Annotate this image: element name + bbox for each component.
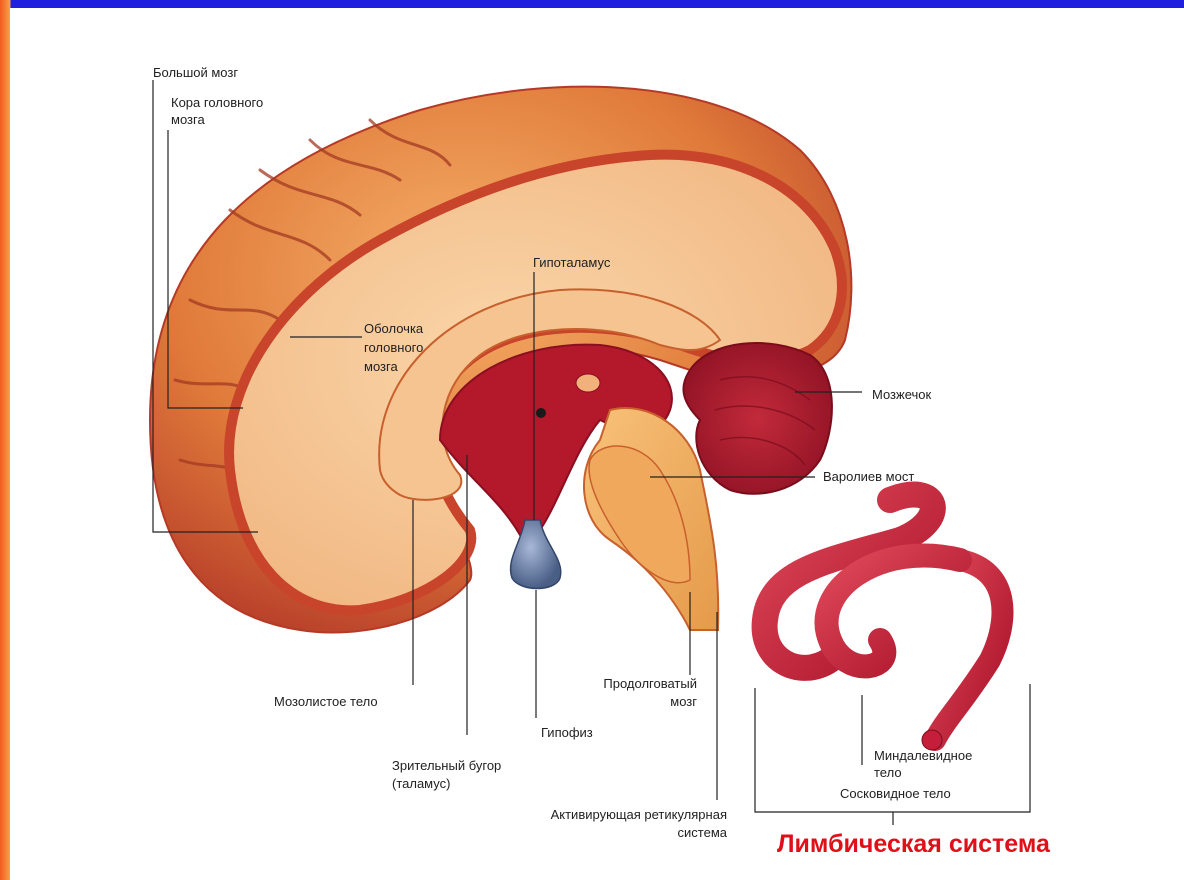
label-cortex-2: мозга	[171, 112, 205, 127]
label-reticular-2: система	[678, 825, 728, 840]
label-pons: Варолиев мост	[823, 469, 914, 484]
label-medulla-2: мозг	[670, 694, 697, 709]
label-meninges-1: Оболочка	[364, 321, 424, 336]
amygdala-shape	[922, 730, 942, 750]
label-reticular-1: Активирующая ретикулярная	[551, 807, 727, 822]
cerebellum-shape	[683, 343, 831, 494]
title-limbic-system: Лимбическая система	[777, 830, 1051, 858]
label-corpus-callosum: Мозолистое тело	[274, 694, 378, 709]
label-thalamus-1: Зрительный бугор	[392, 758, 501, 773]
label-meninges-2: головного	[364, 340, 423, 355]
label-cortex-1: Кора головного	[171, 95, 263, 110]
mammillary-dot	[576, 374, 600, 392]
label-amygdala-2: тело	[874, 765, 902, 780]
label-medulla-1: Продолговатый	[603, 676, 697, 691]
label-cerebellum: Мозжечок	[872, 387, 932, 402]
label-cerebrum: Большой мозг	[153, 65, 238, 80]
label-hypothalamus: Гипоталамус	[533, 255, 611, 270]
label-thalamus-2: (таламус)	[392, 776, 450, 791]
label-meninges-3: мозга	[364, 359, 398, 374]
label-amygdala-1: Миндалевидное	[874, 748, 972, 763]
small-dot	[536, 408, 546, 418]
limbic-structure	[765, 495, 1003, 740]
label-pituitary: Гипофиз	[541, 725, 593, 740]
label-mammillary: Сосковидное тело	[840, 786, 951, 801]
